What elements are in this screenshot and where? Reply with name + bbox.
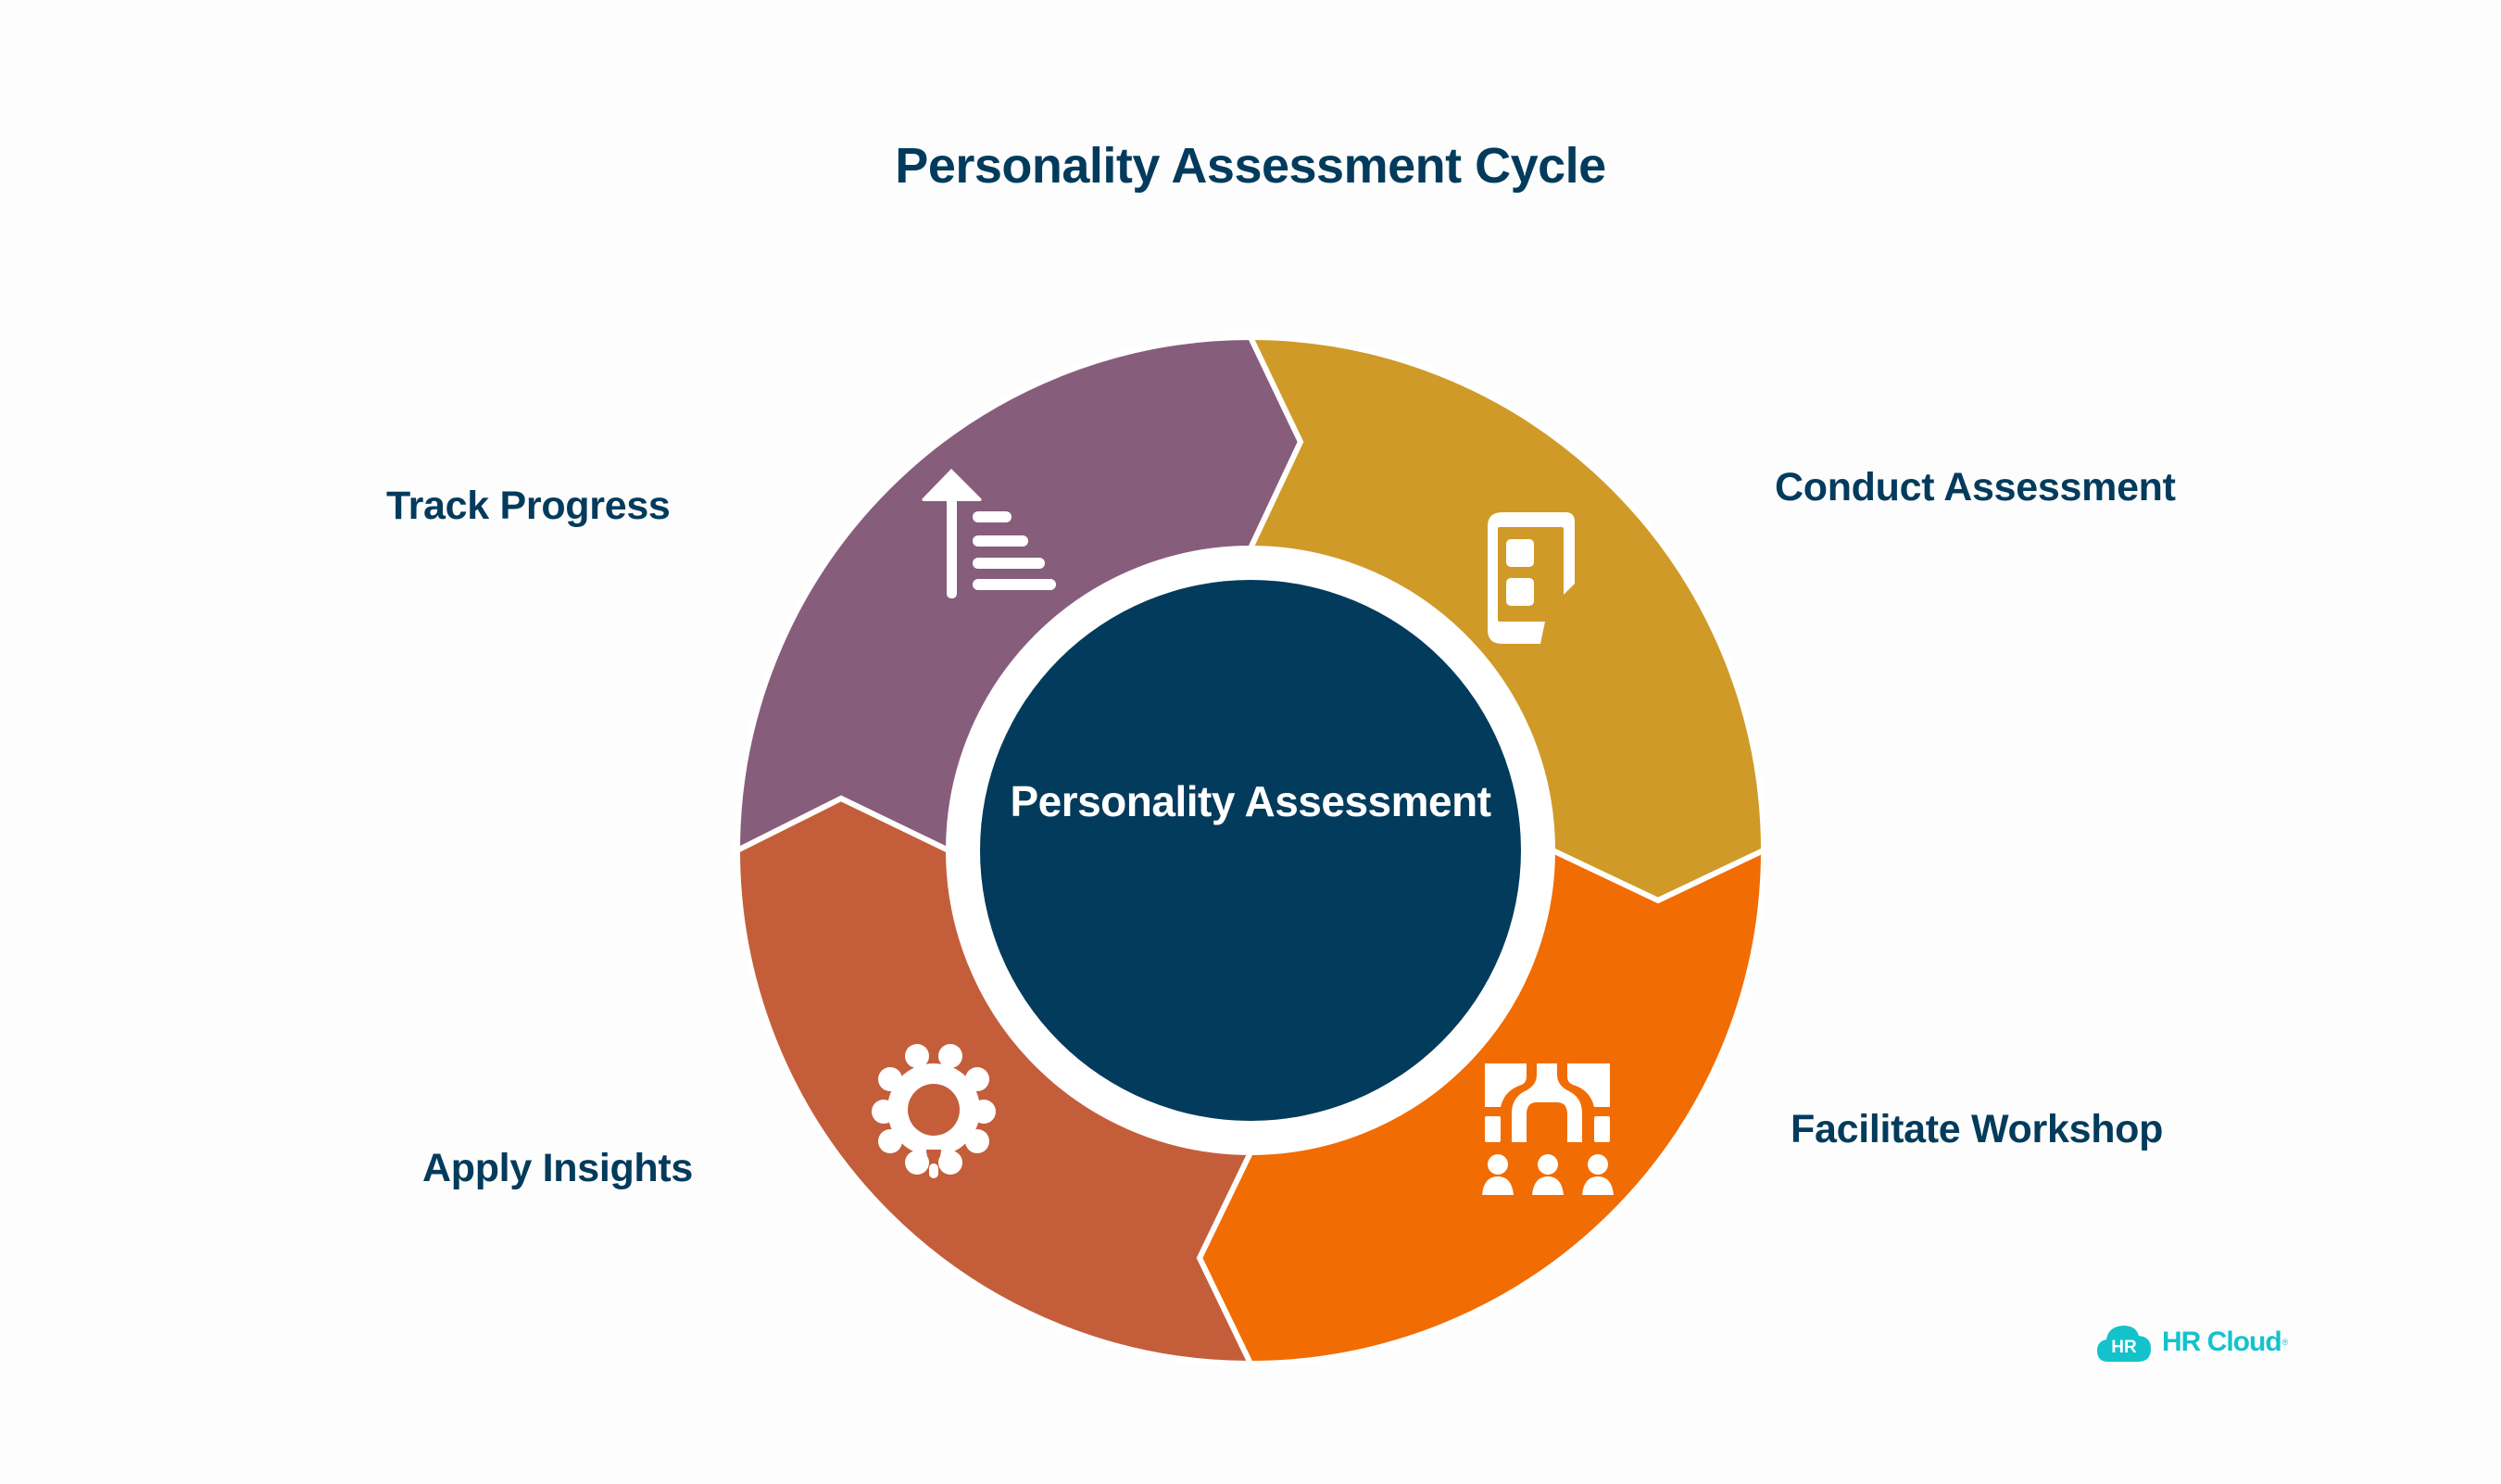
center-label: Personality Assessment — [1010, 777, 1491, 825]
assessment-form-icon — [1488, 512, 1575, 644]
gear-lightbulb-icon — [872, 1044, 996, 1178]
logo-wordmark: HR Cloud — [2162, 1327, 2282, 1357]
cloud-logo-icon: HR — [2097, 1326, 2151, 1362]
hr-cloud-logo: HR HR Cloud® — [2095, 1319, 2288, 1365]
step-label-track-progress: Track Progress — [386, 484, 671, 528]
diagram-title: Personality Assessment Cycle — [895, 138, 1606, 194]
registered-mark: ® — [2281, 1338, 2289, 1347]
step-label-apply-insights: Apply Insights — [422, 1146, 694, 1190]
logo-badge-text: HR — [2111, 1338, 2137, 1357]
step-label-conduct-assessment: Conduct Assessment — [1775, 465, 2176, 509]
center-circle — [980, 580, 1521, 1121]
workshop-presentation-icon — [1482, 1063, 1614, 1195]
progress-arrow-icon — [922, 469, 1056, 598]
step-label-facilitate-workshop: Facilitate Workshop — [1791, 1107, 2164, 1151]
